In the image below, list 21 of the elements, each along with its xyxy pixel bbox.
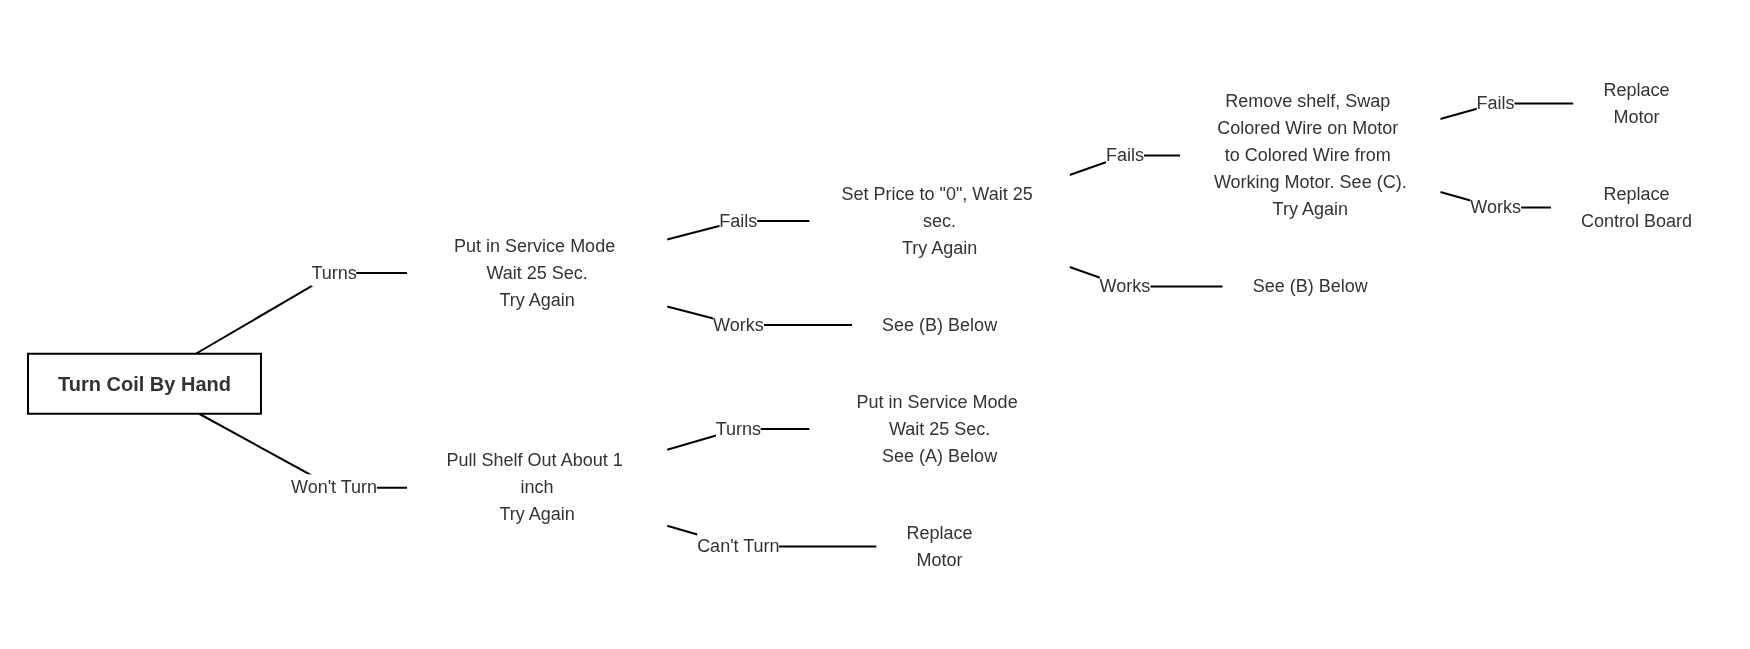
edge-label: Turns <box>311 262 357 282</box>
node-text: Replace Control Board <box>1580 183 1692 230</box>
node-text: Remove shelf, Swap Colored Wire on Motor to Colored Wire from Working Motor. See (C). Try Again <box>1213 90 1407 219</box>
node-box: Turn Coil By Hand <box>27 352 262 415</box>
edge-label: Fails <box>1476 92 1515 113</box>
node-text: Set Price to "0", Wait 25 sec. Try Again <box>841 183 1033 257</box>
node-text: Pull Shelf Out About 1 inch Try Again <box>446 449 623 524</box>
edge-label: Works <box>713 314 764 334</box>
edge-label: Turns <box>715 418 762 438</box>
node-text: See (B) Below <box>882 314 998 334</box>
node-text: Replace Motor <box>906 522 973 569</box>
edge-label: Fails <box>1105 144 1144 165</box>
edge-label: Won't Turn <box>290 476 378 497</box>
edge-label: Works <box>1470 196 1521 217</box>
edge-label: Can't Turn <box>697 535 780 556</box>
node-text: Put in Service Mode Wait 25 Sec. See (A) Below <box>856 391 1018 465</box>
node-text: Put in Service Mode Wait 25 Sec. Try Again <box>454 235 616 309</box>
edge-label: Fails <box>719 210 758 230</box>
node-text: See (B) Below <box>1252 275 1368 296</box>
edge-label: Works <box>1099 275 1151 296</box>
node-text: Replace Motor <box>1603 79 1670 126</box>
